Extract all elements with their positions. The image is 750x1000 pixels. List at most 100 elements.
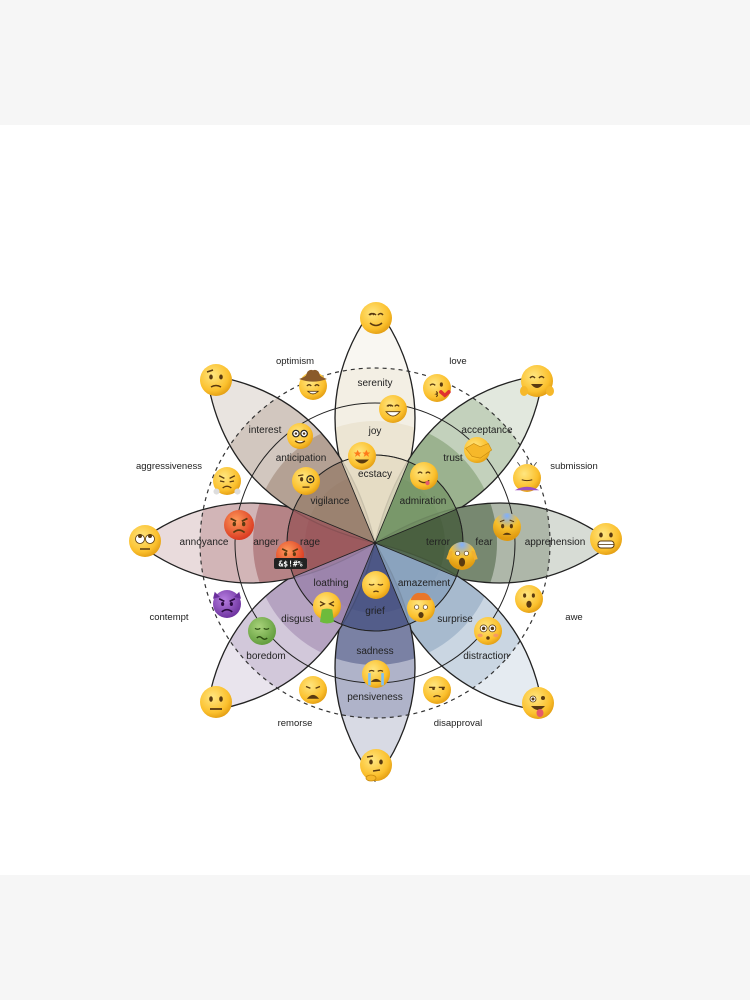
emoji-cursing-icon-part: [281, 548, 299, 553]
label-disgust: disgust: [281, 614, 313, 625]
emoji-devil-icon: [213, 590, 241, 618]
emoji-monocle-icon-part: [298, 474, 304, 477]
emoji-nauseated-icon: [248, 617, 276, 645]
emoji-monocle-icon-head: [292, 467, 320, 495]
emoji-devil-icon-part: [229, 601, 233, 607]
emoji-raised-eyebrow-icon-head: [200, 364, 232, 396]
emoji-vomit-icon-part: [320, 608, 334, 624]
label-submission: submission: [550, 461, 598, 472]
emoji-zany-icon-head: [522, 687, 554, 719]
emoji-pensive-icon-part: [373, 590, 379, 593]
emoji-cursing-icon-part: [292, 552, 296, 557]
emotion-wheel-canvas: serenity joy ecstacy acceptance trust ad…: [0, 125, 750, 875]
label-admiration: admiration: [400, 496, 447, 507]
emoji-hushed-icon-part: [526, 600, 532, 608]
label-terror: terror: [426, 537, 451, 548]
emoji-handshake-icon-part: [465, 443, 493, 459]
emoji-angry-icon: [224, 510, 254, 540]
label-love: love: [449, 356, 466, 367]
emoji-eyeroll-icon-part: [148, 534, 152, 538]
emoji-devil-icon-part: [213, 591, 241, 599]
emoji-unamused-icon-head: [423, 676, 451, 704]
emoji-crying-icon-part: [377, 669, 384, 672]
emoji-huff-icon: [213, 467, 241, 495]
emoji-vomit-icon-head: [313, 592, 341, 620]
emoji-cowboy-icon-part: [306, 384, 312, 387]
emoji-raised-eyebrow-icon: [200, 364, 232, 396]
emoji-huff-icon-part: [234, 488, 241, 495]
emoji-thinking-icon-head: [360, 749, 392, 781]
emoji-anxious-icon-part: [509, 523, 513, 529]
emoji-cowboy-icon: [299, 369, 327, 400]
emoji-kiss-icon-part: [434, 391, 438, 398]
emoji-yum-icon-head: [410, 462, 438, 490]
emoji-pensive-icon-part: [377, 583, 384, 586]
emoji-raised-eyebrow-icon-part: [219, 374, 223, 380]
label-aggressiveness: aggressiveness: [136, 461, 202, 472]
label-fear: fear: [475, 537, 493, 548]
emoji-unamused-icon-part: [441, 687, 445, 690]
emoji-mindblown-icon-part: [418, 611, 424, 619]
emoji-flushed-icon-part: [493, 633, 499, 638]
label-ecstacy: ecstacy: [358, 469, 392, 480]
symbols-badge: &$!#%: [274, 558, 307, 569]
emoji-hugging-icon-part: [529, 375, 536, 379]
emoji-eyeroll-icon-part: [138, 534, 142, 538]
label-apprehension: apprehension: [525, 537, 586, 548]
emoji-bow-icon-head: [513, 464, 541, 492]
emoji-unamused-icon-part: [433, 695, 441, 698]
emoji-vomit-icon-part: [328, 601, 335, 607]
emoji-bow-icon: [513, 459, 541, 492]
emoji-thinking-icon-part: [365, 774, 377, 782]
label-distraction: distraction: [463, 651, 509, 662]
emoji-grimacing-icon-part: [599, 532, 603, 538]
emoji-nauseated-icon-head: [248, 617, 276, 645]
emoji-flushed-icon-part: [490, 626, 495, 631]
emoji-hushed-icon-part: [523, 593, 527, 598]
emoji-kiss-icon-part: [429, 383, 436, 386]
emoji-zany-icon: [522, 687, 554, 719]
emoji-angry-icon-head: [224, 510, 254, 540]
emoji-grimacing-icon-head: [590, 523, 622, 555]
emoji-thinking-icon-part: [366, 755, 374, 758]
label-trust: trust: [443, 453, 463, 464]
emoji-devil-icon-part: [221, 601, 225, 607]
emoji-nerd-icon-part: [294, 432, 298, 435]
petal-band-disgust: [206, 543, 375, 712]
emoji-weary-icon-head: [299, 676, 327, 704]
petal-band-anticipation: [206, 374, 375, 543]
emoji-relieved-icon-part: [368, 312, 375, 316]
petal-band-surprise: [375, 543, 544, 712]
emoji-raised-eyebrow-icon-part: [209, 374, 213, 380]
emoji-relieved-icon: [360, 302, 392, 334]
emoji-hugging-icon-part: [538, 375, 545, 379]
emoji-mindblown-icon: [407, 592, 435, 622]
emoji-raised-eyebrow-icon-part: [210, 384, 222, 388]
emoji-hushed-icon: [515, 585, 543, 613]
emoji-grimacing-icon-part: [609, 532, 613, 538]
emoji-zany-icon-part: [531, 697, 535, 701]
emoji-monocle-icon: [292, 467, 320, 495]
label-annoyance: annoyance: [180, 537, 229, 548]
emoji-angry-icon-part: [232, 521, 236, 527]
emoji-weary-icon: [299, 676, 327, 704]
emoji-scream-icon-part: [463, 550, 469, 556]
label-acceptance: acceptance: [461, 425, 513, 436]
emoji-eyeroll-icon: [129, 525, 161, 557]
emoji-kiss-icon-head: [423, 374, 451, 402]
emoji-anxious-icon-part: [502, 532, 512, 535]
emoji-starstruck-icon: [348, 442, 376, 470]
emoji-cowboy-icon-part: [314, 384, 320, 387]
emoji-cursing-icon-part: [284, 552, 288, 557]
emoji-kiss-icon: [423, 374, 451, 402]
emoji-nerd-icon-part: [302, 432, 306, 435]
label-awe: awe: [565, 612, 582, 623]
emoji-hushed-icon-part: [531, 593, 535, 598]
emoji-mindblown-icon-part: [410, 592, 432, 601]
label-amazement: amazement: [398, 578, 450, 589]
emoji-grin-icon: [379, 395, 407, 423]
emoji-nerd-icon-part: [294, 440, 306, 444]
emoji-thinking-icon: [360, 749, 392, 782]
emoji-starstruck-icon-part: [353, 449, 362, 457]
emoji-nauseated-icon-part: [256, 636, 268, 640]
